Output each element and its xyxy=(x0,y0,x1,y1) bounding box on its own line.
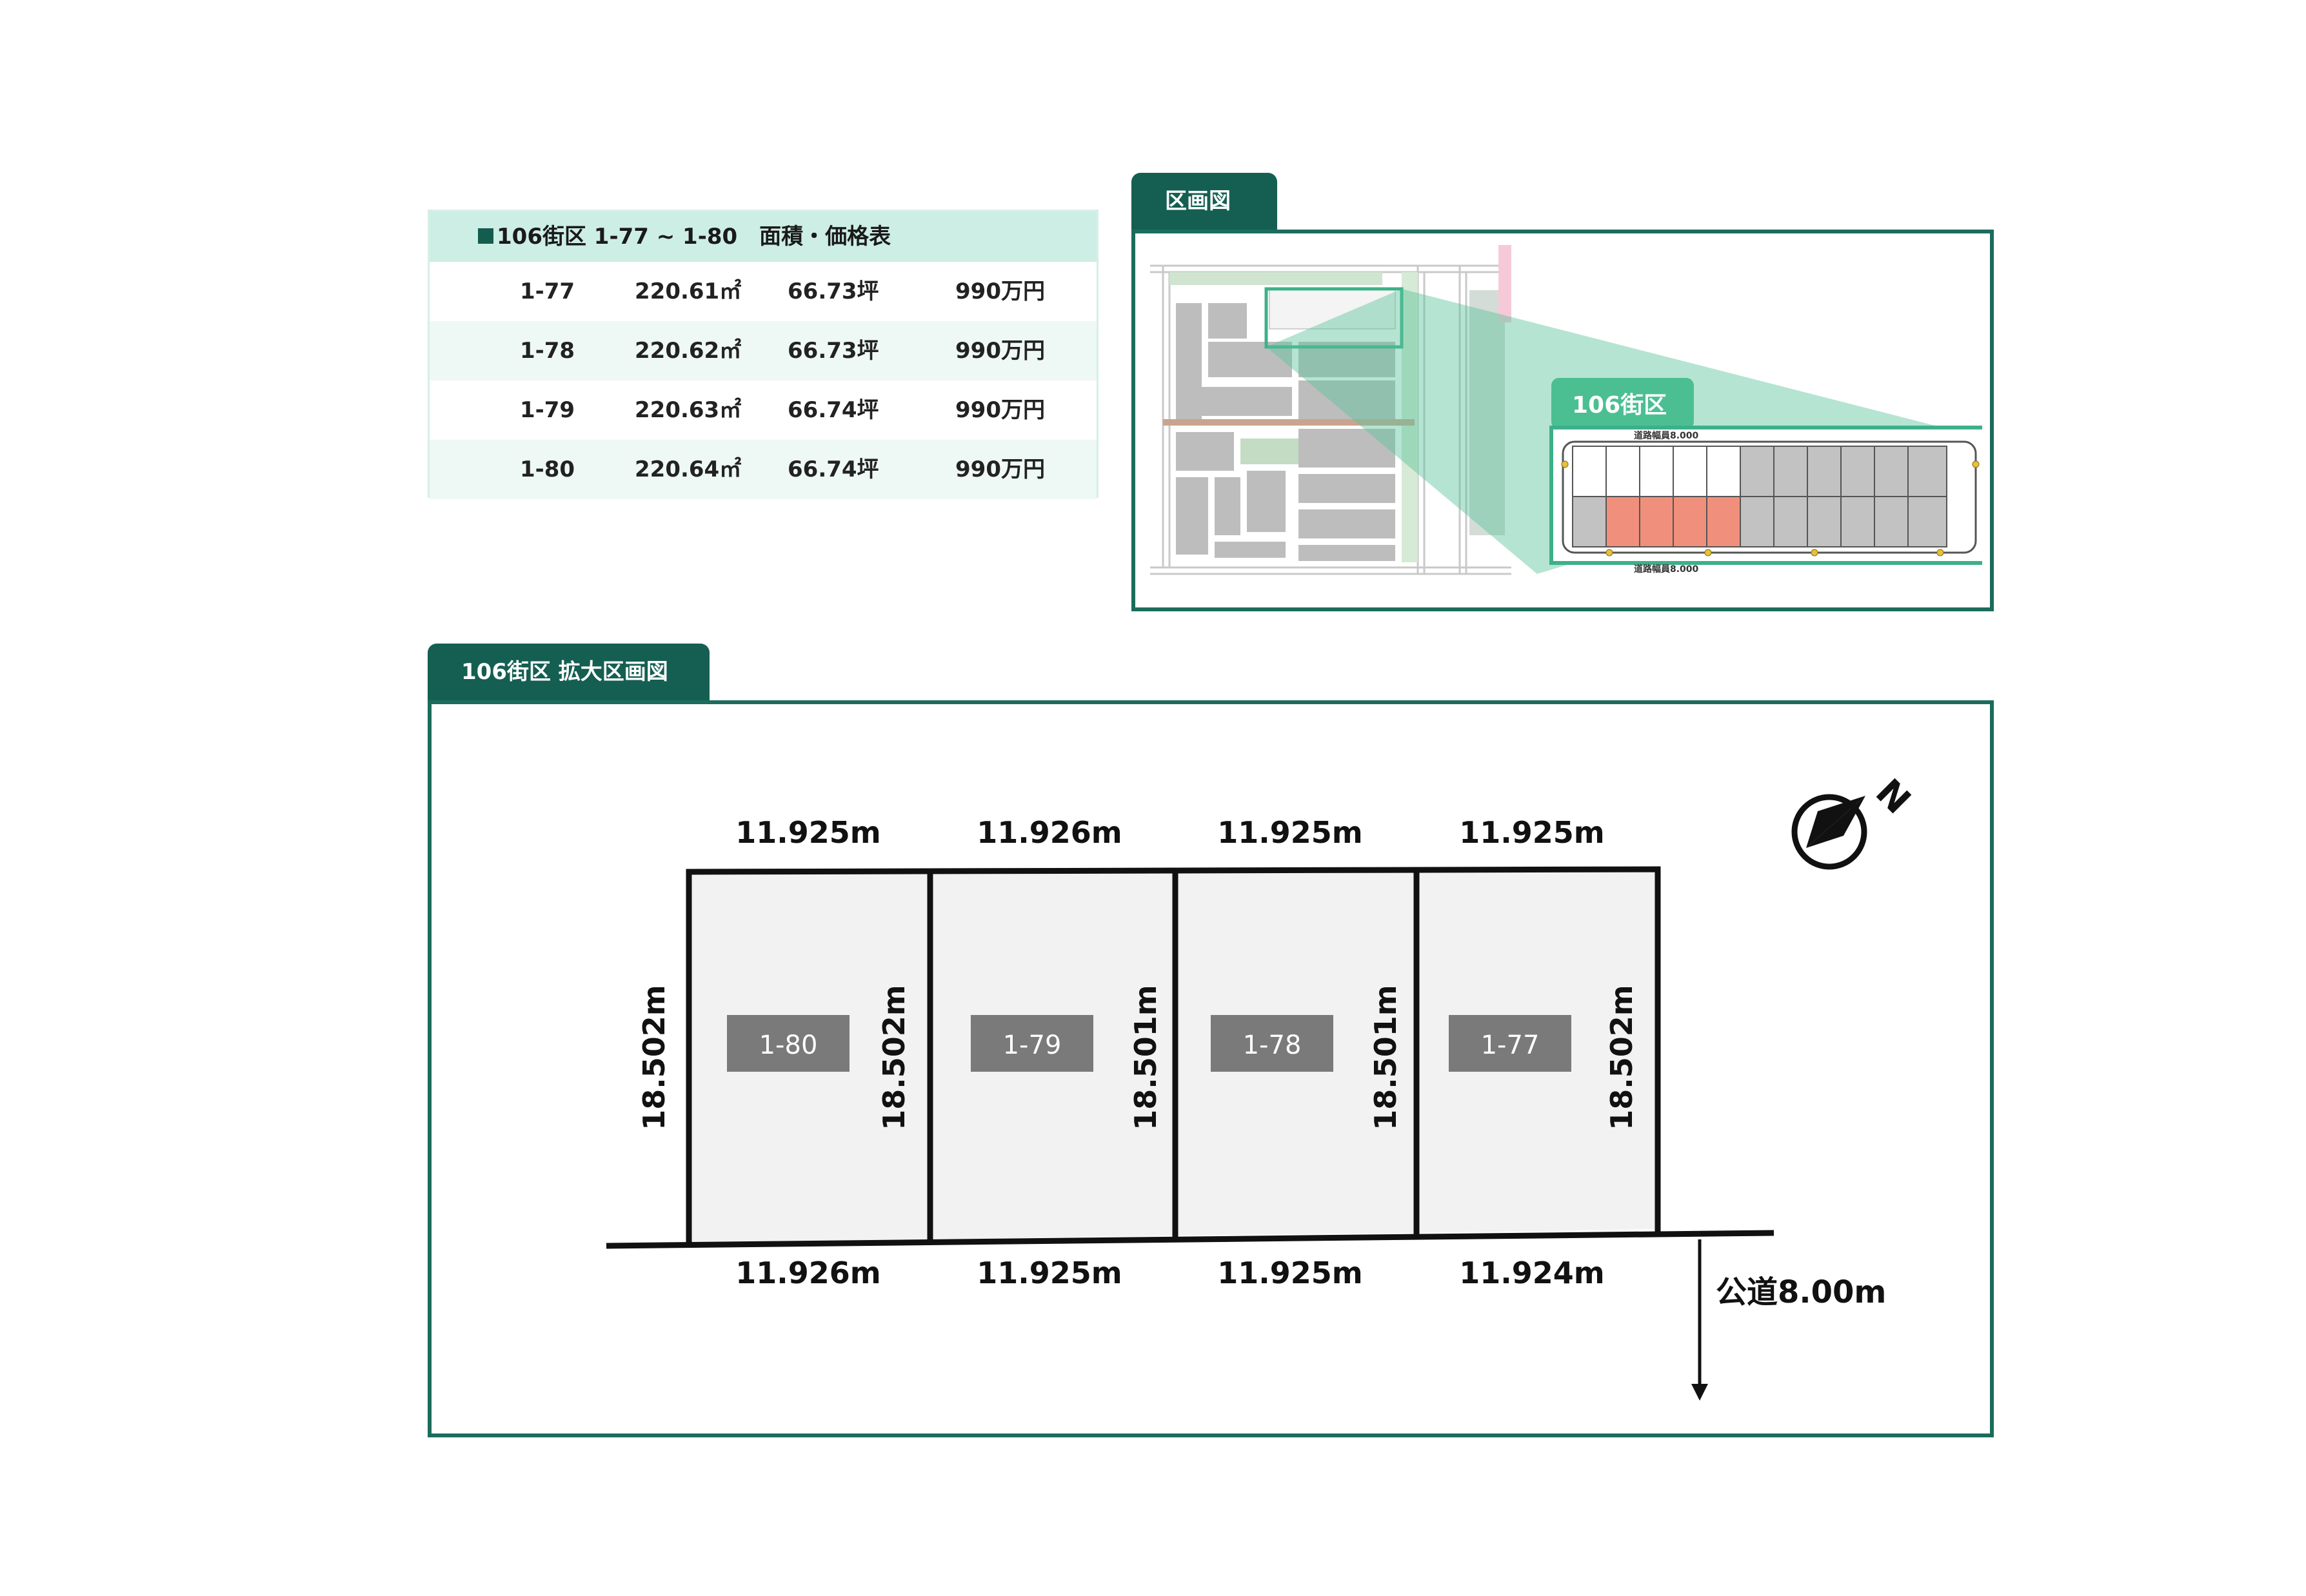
square-bullet-icon xyxy=(478,228,493,244)
price-table-header: 106街区 1-77 ~ 1-80 面積・価格表 xyxy=(430,212,1097,262)
key-map-tab: 区画図 xyxy=(1131,173,1277,232)
lot-tag-label: 1-79 xyxy=(1003,1030,1062,1060)
road-edge-line xyxy=(606,1230,1774,1249)
lot-number: 1-78 xyxy=(520,338,575,364)
dimension-label: 11.926m xyxy=(977,815,1122,850)
lot-tsubo: 66.73坪 xyxy=(788,279,879,304)
dimension-label: 11.925m xyxy=(1459,815,1604,850)
inset-106: 106街区 道路幅員8.000 道路幅員8.000 xyxy=(1549,378,1982,575)
dimension-label: 18.502m xyxy=(637,985,671,1130)
dimension-label: 18.501m xyxy=(1128,985,1163,1130)
lot-tsubo: 66.73坪 xyxy=(788,338,879,364)
inset-label: 106街区 xyxy=(1572,392,1667,419)
highlight-lot xyxy=(1706,496,1741,547)
lot-number: 1-77 xyxy=(520,279,575,304)
plan-tab-label: 106街区 拡大区画図 xyxy=(461,659,668,685)
dimension-label: 18.502m xyxy=(877,985,911,1130)
road-label: 公道8.00m xyxy=(1716,1274,1886,1310)
highlight-lot xyxy=(1673,496,1707,547)
dimension-label: 18.502m xyxy=(1604,985,1639,1130)
site-map xyxy=(1150,245,1511,593)
road-width-label-top: 道路幅員8.000 xyxy=(1634,430,1699,441)
dimension-label: 11.926m xyxy=(735,1256,880,1290)
table-row: 1-79 220.63㎡ 66.74坪 990万円 xyxy=(430,380,1097,440)
lot-area: 220.64㎡ xyxy=(635,457,742,482)
lot-tag xyxy=(1449,1015,1571,1072)
dimension-label: 11.925m xyxy=(1217,815,1362,850)
lot-boundaries xyxy=(686,866,1661,1246)
price-table-title: 106街区 1-77 ~ 1-80 面積・価格表 xyxy=(497,224,891,250)
lot-area: 220.63㎡ xyxy=(635,397,742,423)
north-label: N xyxy=(1867,771,1918,822)
road-width-label-bottom: 道路幅員8.000 xyxy=(1634,564,1699,575)
key-map-tab-label: 区画図 xyxy=(1165,188,1231,214)
lot-tsubo: 66.74坪 xyxy=(788,397,879,423)
lot-number: 1-80 xyxy=(520,457,575,482)
table-row: 1-80 220.64㎡ 66.74坪 990万円 xyxy=(430,440,1097,499)
table-row: 1-77 220.61㎡ 66.73坪 990万円 xyxy=(430,262,1097,321)
dimension-label: 11.925m xyxy=(977,1256,1122,1290)
key-map: 106街区 道路幅員8.000 道路幅員8.000 xyxy=(1150,245,1982,593)
lot-price: 990万円 xyxy=(955,338,1045,364)
top-dimensions: 11.925m 11.926m 11.925m 11.925m xyxy=(735,815,1604,850)
lot-tag-label: 1-77 xyxy=(1481,1030,1540,1060)
side-dimensions: 18.502m 18.502m 18.501m 18.501m 18.502m xyxy=(637,985,1639,1130)
lot-tag xyxy=(1211,1015,1333,1072)
lot-area: 220.61㎡ xyxy=(635,279,742,304)
bottom-dimensions: 11.926m 11.925m 11.925m 11.924m xyxy=(735,1256,1604,1290)
lot-tag-label: 1-78 xyxy=(1243,1030,1302,1060)
dimension-label: 11.924m xyxy=(1459,1256,1604,1290)
lot-tag-label: 1-80 xyxy=(759,1030,818,1060)
lot-tsubo: 66.74坪 xyxy=(788,457,879,482)
lot-price: 990万円 xyxy=(955,457,1045,482)
lot-price: 990万円 xyxy=(955,279,1045,304)
lot-tag xyxy=(727,1015,850,1072)
highlight-lot xyxy=(1639,496,1674,547)
lot-number: 1-79 xyxy=(520,397,575,423)
lot-area: 220.62㎡ xyxy=(635,338,742,364)
dimension-label: 18.501m xyxy=(1368,985,1403,1130)
lot-tags: 1-80 1-79 1-78 1-77 xyxy=(727,1015,1571,1072)
lot-tag xyxy=(971,1015,1093,1072)
dimension-label: 11.925m xyxy=(735,815,880,850)
lot-price: 990万円 xyxy=(955,397,1045,423)
plan-tab: 106街区 拡大区画図 xyxy=(428,644,710,703)
price-table: 106街区 1-77 ~ 1-80 面積・価格表 1-77 220.61㎡ 66… xyxy=(428,210,1098,499)
north-arrow-icon: N xyxy=(1791,771,1918,870)
road-arrow xyxy=(1691,1239,1708,1401)
dimension-label: 11.925m xyxy=(1217,1256,1362,1290)
table-row: 1-78 220.62㎡ 66.73坪 990万円 xyxy=(430,321,1097,380)
